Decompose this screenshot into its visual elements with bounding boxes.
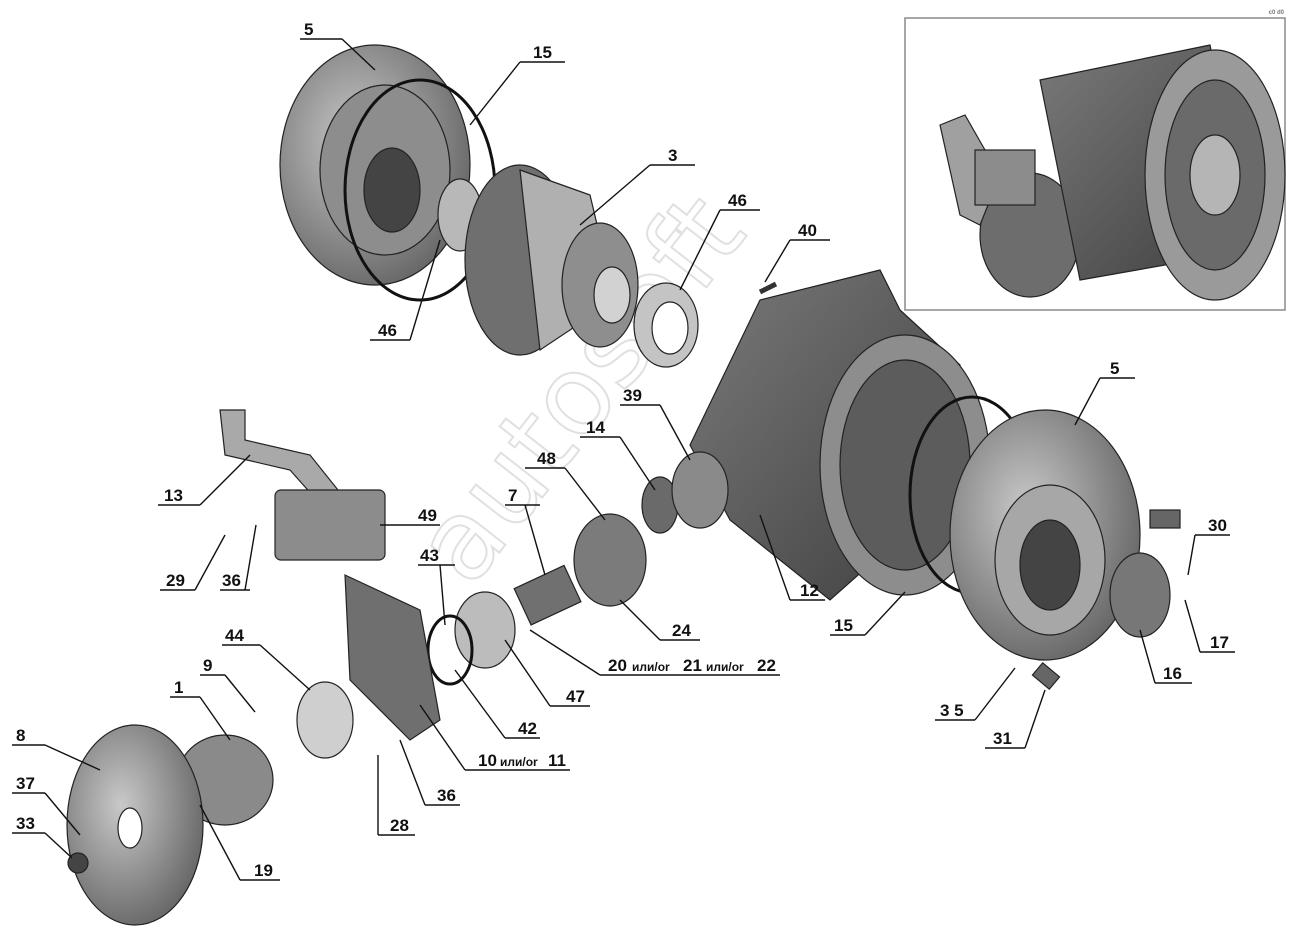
brake-unit-49 xyxy=(274,489,386,561)
nut-33 xyxy=(67,852,89,874)
flange-top xyxy=(279,44,471,286)
label-20-or-2: или/or xyxy=(706,660,744,674)
label-30: 30 xyxy=(1208,516,1227,535)
label-14: 14 xyxy=(586,418,605,437)
label-10: 10 xyxy=(478,751,497,770)
inset-assembled-view: c0 d0 xyxy=(904,10,1286,311)
label-11: 11 xyxy=(548,751,566,770)
label-16: 16 xyxy=(1163,664,1182,683)
label-42: 42 xyxy=(518,719,537,738)
label-40: 40 xyxy=(798,221,817,240)
label-1: 1 xyxy=(174,678,183,697)
label-33: 33 xyxy=(16,814,35,833)
ring-42 xyxy=(426,614,474,686)
label-12: 12 xyxy=(800,581,819,600)
label-22: 22 xyxy=(757,656,776,675)
label-39: 39 xyxy=(623,386,642,405)
label-5-right: 5 xyxy=(1110,359,1119,378)
label-9: 9 xyxy=(203,656,212,675)
brake-disc-8 xyxy=(66,724,204,926)
label-29: 29 xyxy=(166,571,185,590)
label-15-top: 15 xyxy=(533,43,552,62)
label-5-top: 5 xyxy=(304,20,313,39)
bolt-30 xyxy=(1149,509,1181,529)
bearing-46-right xyxy=(633,282,699,368)
label-20-or-1: или/or xyxy=(632,660,670,674)
label-43: 43 xyxy=(420,546,439,565)
label-19: 19 xyxy=(254,861,273,880)
label-3: 3 xyxy=(668,146,677,165)
label-20: 20 xyxy=(608,656,627,675)
label-44: 44 xyxy=(225,626,244,645)
lock-ring-16 xyxy=(1109,552,1171,638)
label-17: 17 xyxy=(1210,633,1229,652)
label-46-left: 46 xyxy=(378,321,397,340)
label-28: 28 xyxy=(390,816,409,835)
label-36-lower: 36 xyxy=(437,786,456,805)
callouts: 5 15 3 46 46 40 5 39 14 48 7 13 xyxy=(12,20,1235,881)
label-13: 13 xyxy=(164,486,183,505)
seal-24 xyxy=(573,513,647,607)
label-46-right: 46 xyxy=(728,191,747,210)
label-37: 37 xyxy=(16,774,35,793)
flange-right xyxy=(949,409,1141,661)
sleeve-7 xyxy=(513,564,582,626)
label-36-upper: 36 xyxy=(222,571,241,590)
bolt-31 xyxy=(1031,661,1061,691)
differential-unit xyxy=(464,164,639,356)
label-48: 48 xyxy=(537,449,556,468)
label-8: 8 xyxy=(16,726,25,745)
label-47: 47 xyxy=(566,687,585,706)
pinion-gear-14 xyxy=(641,451,729,534)
inset-corner-mark: c0 d0 xyxy=(1269,10,1285,16)
support-arm-10 xyxy=(344,574,441,741)
label-21: 21 xyxy=(683,656,702,675)
label-35: 3 5 xyxy=(940,701,964,720)
bearing-47 xyxy=(454,591,516,669)
label-31: 31 xyxy=(993,729,1012,748)
label-49: 49 xyxy=(418,506,437,525)
seal-44 xyxy=(296,681,354,759)
label-24: 24 xyxy=(672,621,691,640)
label-15-right: 15 xyxy=(834,616,853,635)
main-housing xyxy=(689,269,991,601)
label-10-or: или/or xyxy=(500,755,538,769)
label-7: 7 xyxy=(508,486,517,505)
